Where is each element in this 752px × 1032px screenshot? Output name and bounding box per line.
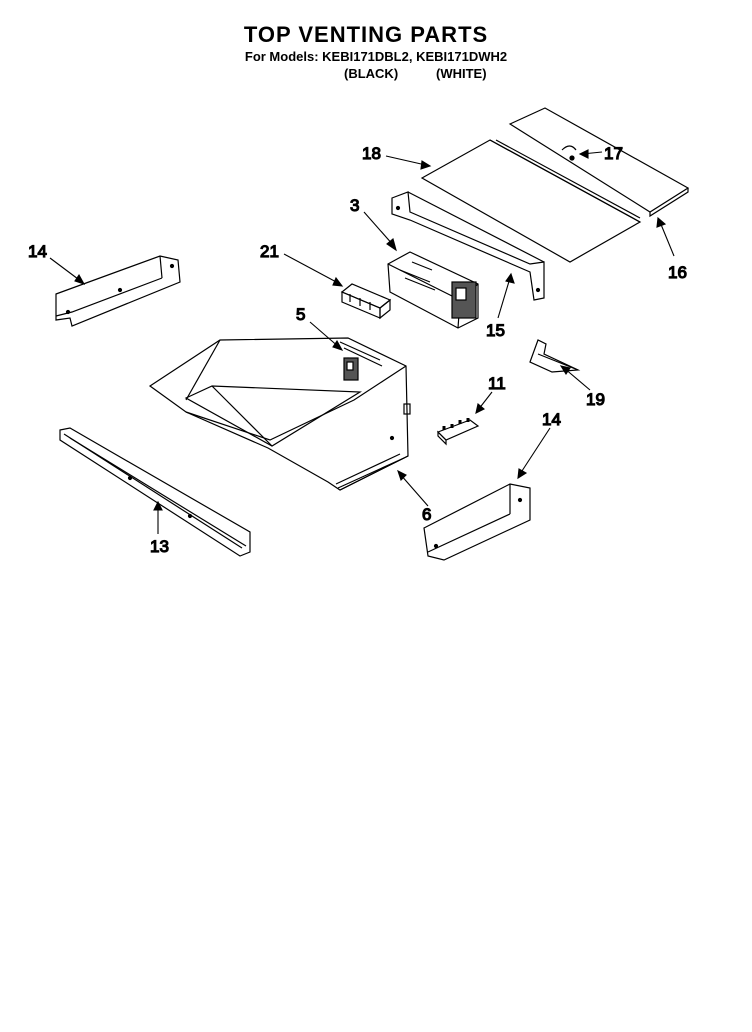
leader-lines: [49, 149, 675, 534]
callout-21: 21: [260, 242, 279, 261]
part-13-front-rail: [59, 427, 251, 557]
callout-3: 3: [350, 196, 359, 215]
callout-16: 16: [668, 263, 687, 282]
callout-14-right: 14: [542, 410, 561, 429]
callout-6: 6: [422, 505, 431, 524]
part-14-left-bracket: [55, 255, 181, 327]
part-11-terminal-strip: [436, 418, 480, 446]
models-line: For Models: KEBI171DBL2, KEBI171DWH2: [244, 49, 508, 64]
color-black-label: (BLACK): [344, 66, 399, 81]
part-18-top-panel: [420, 139, 642, 263]
part-16-rear-panel: [508, 107, 690, 218]
part-6-vent-duct: [148, 337, 411, 491]
callout-19: 19: [586, 390, 605, 409]
part-5-damper: [343, 357, 359, 381]
part-19-clip: [529, 339, 581, 373]
callout-14-left: 14: [28, 242, 47, 261]
part-15-channel: [391, 191, 545, 301]
callout-5: 5: [296, 305, 305, 324]
callout-17: 17: [604, 144, 623, 163]
part-21-block: [340, 283, 392, 320]
callout-11: 11: [488, 374, 506, 393]
diagram-title: TOP VENTING PARTS: [243, 22, 489, 47]
callout-13: 13: [150, 537, 169, 556]
callout-15: 15: [486, 321, 505, 340]
part-14-right-bracket: [423, 483, 531, 561]
color-white-label: (WHITE): [436, 66, 487, 81]
part-3-motor: [387, 251, 479, 329]
callout-18: 18: [362, 144, 381, 163]
